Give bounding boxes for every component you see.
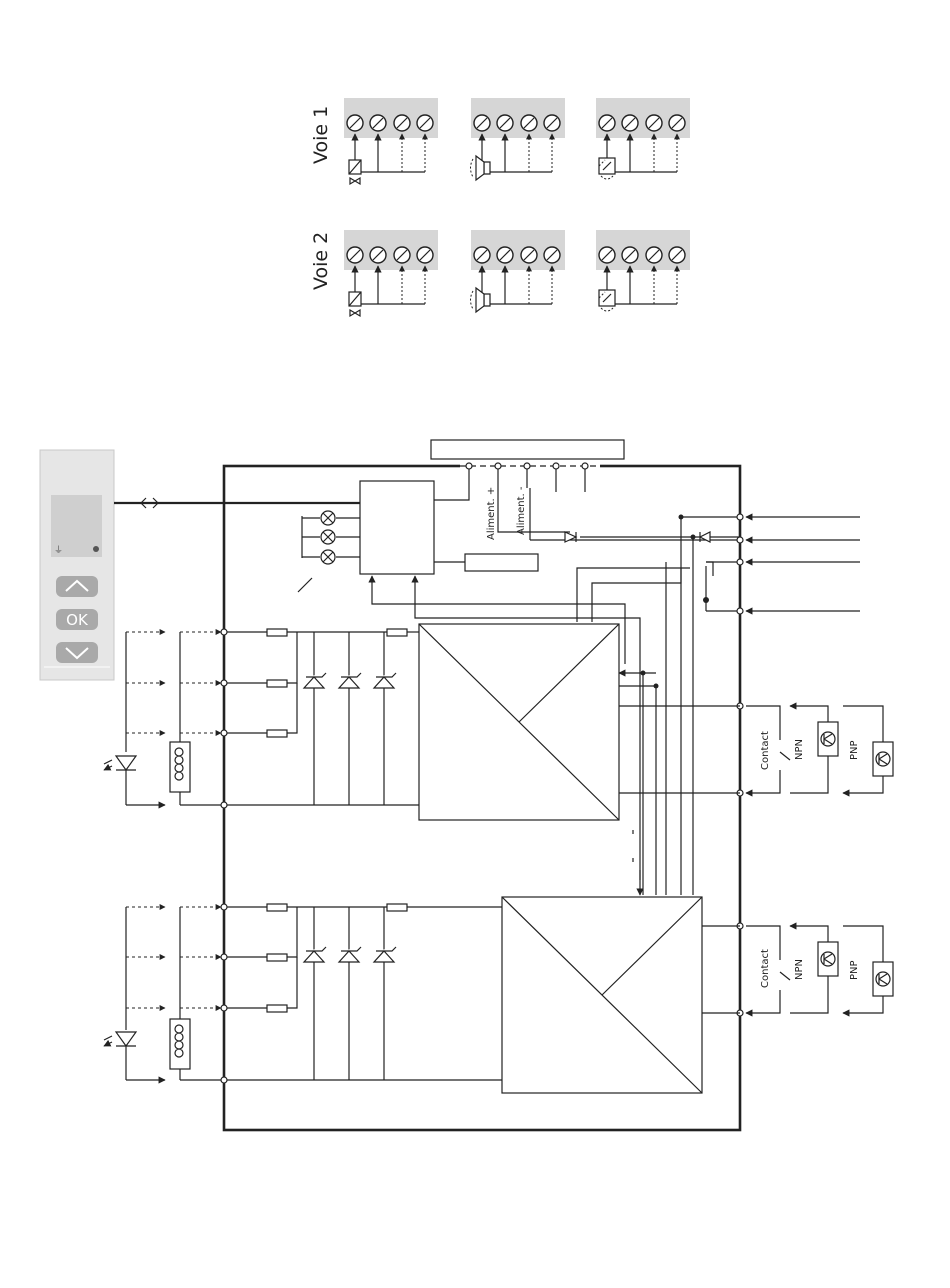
- contact-label-ch1: Contact: [760, 731, 771, 770]
- controller-block: [360, 481, 434, 574]
- channel-1: [104, 624, 740, 895]
- led-icon: [116, 756, 136, 770]
- aux-block: [465, 554, 538, 571]
- zener-diode-icon: [304, 673, 326, 688]
- coil-icon: [170, 742, 190, 792]
- indicator-lamps: [298, 511, 360, 592]
- resistor-icon: [267, 904, 287, 911]
- npn-label-ch1: NPN: [794, 739, 805, 760]
- speaker-icon: [484, 294, 490, 306]
- terminal-block-valve-voie-2: [344, 230, 438, 316]
- lamp-icon: [321, 511, 335, 525]
- voie-2-label: Voie 2: [310, 232, 332, 290]
- channel-2: [104, 830, 740, 1093]
- top-connector-bar: [431, 440, 624, 459]
- zener-diode-icon: [304, 947, 326, 962]
- terminal-block-lamp-voie-1: [596, 98, 690, 179]
- zener-diode-icon: [374, 947, 396, 962]
- resistor-icon: [267, 730, 287, 737]
- resistor-icon: [387, 904, 407, 911]
- ok-button-label: OK: [66, 611, 89, 629]
- resistor-icon: [267, 1005, 287, 1012]
- lamp-icon: [321, 550, 335, 564]
- display-indicator-icon: [93, 546, 99, 552]
- aliment-minus-label: Aliment. -: [516, 486, 527, 535]
- front-panel: ⏚ OK: [40, 450, 114, 680]
- coil-icon: [170, 1019, 190, 1069]
- right-input-arrows: [746, 517, 860, 611]
- down-button[interactable]: [56, 642, 98, 663]
- channel-1-sensors: Contact NPN PNP: [746, 706, 893, 793]
- npn-label-ch2: NPN: [794, 959, 805, 980]
- terminal-block-diagrams: [344, 98, 690, 316]
- zener-diode-icon: [339, 947, 361, 962]
- channel-2-sensors: Contact NPN PNP: [746, 926, 893, 1013]
- terminal-block-speaker-voie-2: [471, 230, 566, 312]
- resistor-icon: [267, 680, 287, 687]
- led-icon: [116, 1032, 136, 1046]
- zener-diode-icon: [374, 673, 396, 688]
- terminal-block-valve-voie-1: [344, 98, 438, 184]
- speaker-icon: [484, 162, 490, 174]
- aliment-plus-label: Aliment. +: [486, 487, 497, 540]
- lamp-icon: [321, 530, 335, 544]
- display-ground-icon: ⏚: [54, 545, 63, 556]
- resistor-icon: [267, 629, 287, 636]
- terminal-block-lamp-voie-2: [596, 230, 690, 311]
- pnp-label-ch2: PNP: [849, 960, 860, 980]
- contact-label-ch2: Contact: [760, 949, 771, 988]
- terminal-block-speaker-voie-1: [471, 98, 566, 180]
- pnp-label-ch1: PNP: [849, 740, 860, 760]
- voie-1-label: Voie 1: [310, 106, 332, 164]
- resistor-icon: [387, 629, 407, 636]
- up-button[interactable]: [56, 576, 98, 597]
- resistor-icon: [267, 954, 287, 961]
- zener-diode-icon: [339, 673, 361, 688]
